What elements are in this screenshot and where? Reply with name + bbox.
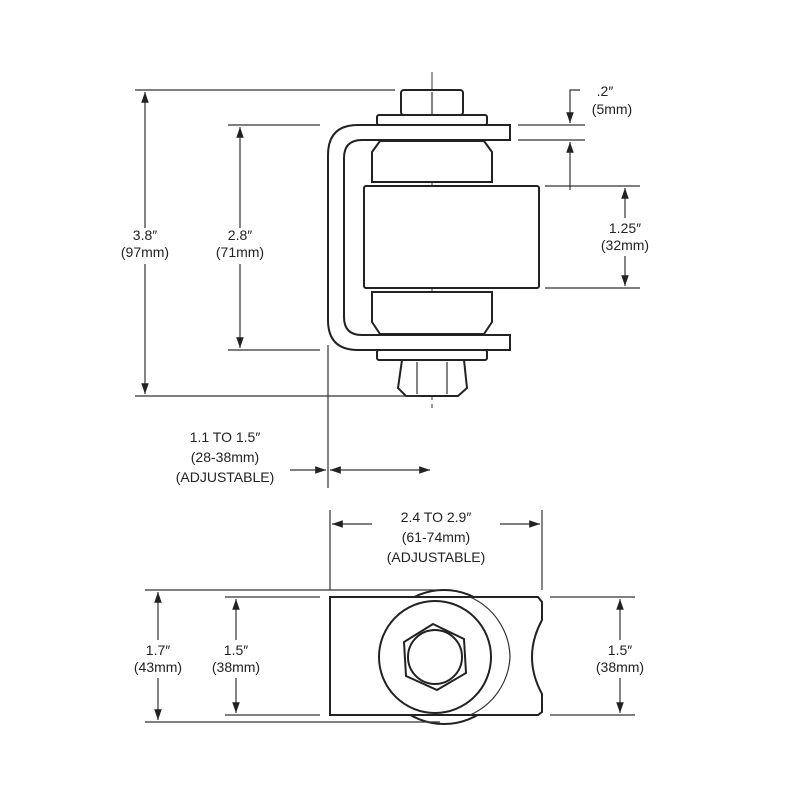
overall-width-mm: (43mm)	[134, 659, 182, 675]
barrel	[363, 185, 540, 289]
plate-thickness-mm: (5mm)	[592, 101, 632, 117]
nut	[396, 359, 469, 397]
side-view: 3.8″ (97mm) 2.8″ (71mm) .2″ (5mm) 1.25″ …	[110, 72, 660, 488]
offset-in: 1.1 TO 1.5″	[190, 429, 261, 445]
offset-mm: (28-38mm)	[191, 449, 259, 465]
length-in: 2.4 TO 2.9″	[401, 509, 472, 525]
bracket	[327, 124, 511, 351]
offset-note: (ADJUSTABLE)	[176, 469, 275, 485]
upper-bushing	[371, 140, 493, 183]
plate-width-in: 1.5″	[224, 642, 248, 658]
barrel-height-in: 1.25″	[609, 220, 641, 236]
bottom-washer	[376, 349, 488, 361]
overall-height-in: 3.8″	[133, 227, 157, 243]
length-note: (ADJUSTABLE)	[387, 549, 486, 565]
plate-thickness-in: .2″	[597, 83, 614, 99]
plate-width-mm: (38mm)	[212, 659, 260, 675]
top-view: 2.4 TO 2.9″ (61-74mm) (ADJUSTABLE) 1.7″ …	[123, 509, 655, 725]
length-mm: (61-74mm)	[402, 529, 470, 545]
end-width-mm: (38mm)	[596, 659, 644, 675]
bracket-height-in: 2.8″	[228, 227, 252, 243]
overall-height-mm: (97mm)	[121, 244, 169, 260]
bracket-height-mm: (71mm)	[216, 244, 264, 260]
end-width-in: 1.5″	[608, 642, 632, 658]
bolt-circle	[407, 629, 463, 685]
barrel-height-mm: (32mm)	[601, 237, 649, 253]
lower-bushing	[371, 291, 493, 335]
overall-width-in: 1.7″	[146, 642, 170, 658]
top-washer	[376, 114, 488, 126]
